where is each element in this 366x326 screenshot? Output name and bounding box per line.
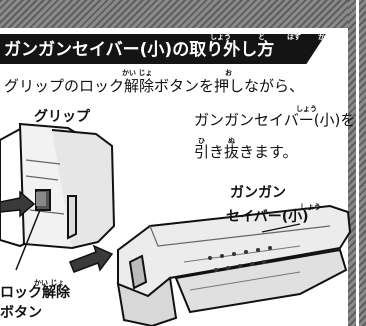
section-title: ガンガンセイバー(小)の取り外し方 (4, 40, 275, 60)
lock-label-line1: ロック解除 (0, 285, 70, 301)
right-band-gap (356, 0, 359, 326)
description-line1: ガンガンセイバー(小)を (194, 111, 356, 129)
desc-ruby-nu: ぬ (228, 137, 235, 145)
top-stripe-band (0, 0, 366, 28)
instruction-ruby-o: お (225, 69, 232, 77)
title-ruby-kata: かた (318, 33, 332, 41)
title-bar (0, 34, 326, 64)
pull-arrow (69, 244, 114, 273)
saber-label-line1: ガンガン (230, 185, 286, 201)
lock-label-ruby: かい じょ (34, 279, 65, 287)
saber-label-ruby: しょう (300, 203, 321, 211)
instruction-ruby-kaijo: かい じょ (122, 69, 153, 77)
title-ruby-sho: しょう (210, 33, 231, 41)
title-ruby-to: と (258, 33, 265, 41)
saber-illustration (116, 204, 352, 326)
description-line2: 引き抜きます。 (194, 143, 298, 161)
lock-label-line2: ボタン (0, 305, 42, 321)
grip-label: グリップ (34, 109, 90, 125)
saber-leader-line (261, 223, 301, 233)
lock-leader-line (15, 209, 41, 271)
title-ruby-hazu: はず (287, 33, 301, 41)
desc-ruby-hi: ひ (198, 137, 205, 145)
desc-ruby-sho: しょう (296, 105, 317, 113)
saber-label-line2: セイバー(小) (226, 209, 309, 225)
press-arrow (0, 190, 36, 218)
grip-illustration (0, 122, 116, 250)
instruction-text: グリップのロック解除ボタンを押しながら、 (4, 77, 305, 95)
